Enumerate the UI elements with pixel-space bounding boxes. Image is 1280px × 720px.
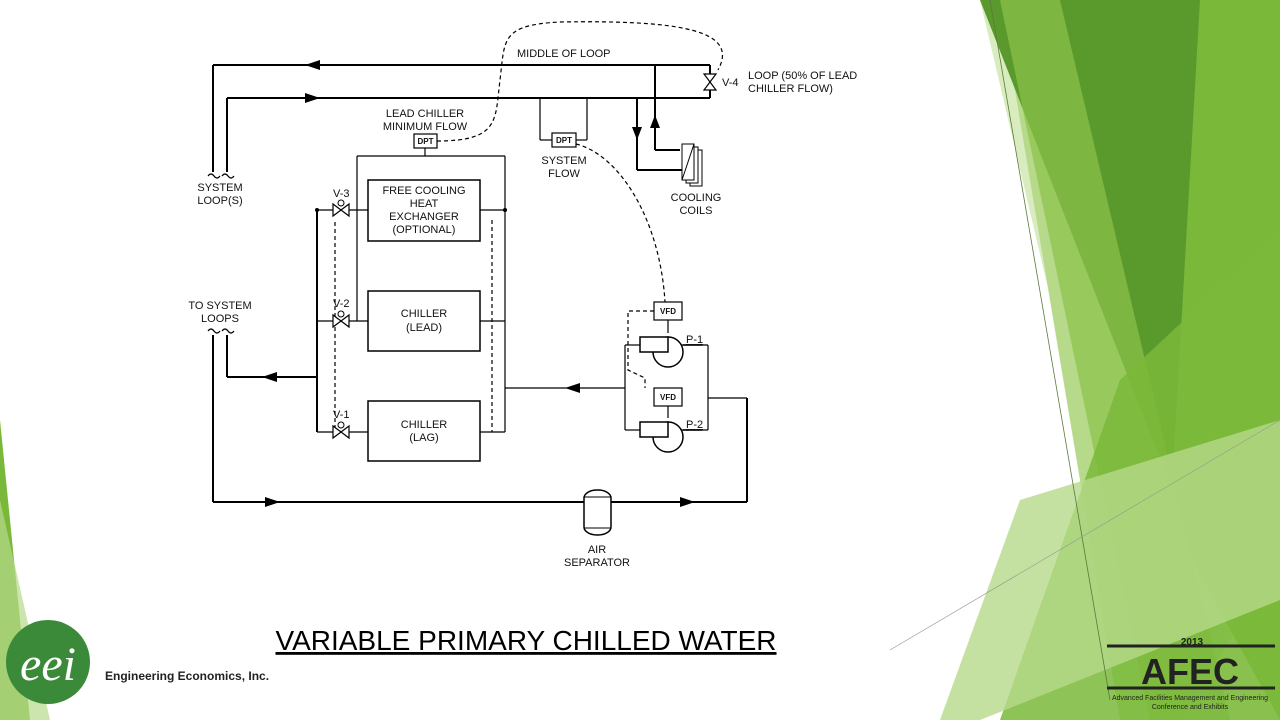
piping: [212, 60, 748, 507]
afec-sub-line-1: Advanced Facilities Management and Engin…: [1112, 695, 1268, 702]
pump-p2-icon: [639, 421, 702, 453]
afec-year: 2013: [1181, 637, 1204, 648]
free-cooling-label-4: (OPTIONAL): [393, 224, 456, 236]
diagram-labels: MIDDLE OF LOOP LOOP (50% OF LEAD CHILLER…: [188, 48, 857, 569]
vfd-p1: VFD: [653, 301, 683, 321]
free-cooling-label-2: HEAT: [410, 198, 439, 210]
system-loops-label-1: SYSTEM: [197, 182, 242, 194]
air-separator-icon: [583, 489, 612, 536]
cooling-coils-label-1: COOLING: [671, 192, 722, 204]
air-separator-label-1: AIR: [588, 544, 606, 556]
eei-logo-text: eei: [20, 638, 76, 691]
vfd-p2: VFD: [653, 387, 683, 407]
decor-right: [889, 0, 1280, 720]
valve-v3: [332, 199, 350, 218]
chiller-lag-label-2: (LAG): [409, 432, 438, 444]
system-flow-label-1: SYSTEM: [541, 155, 586, 167]
cooling-coils-icon: [681, 143, 703, 187]
chiller-lead-label-1: CHILLER: [401, 308, 448, 320]
afec-sub-line-2: Conference and Exhibits: [1152, 704, 1229, 711]
cooling-coils-label-2: COILS: [679, 205, 712, 217]
system-flow-label-2: FLOW: [548, 168, 580, 180]
p2-label: P-2: [686, 419, 703, 431]
valve-v4: [702, 73, 718, 91]
valve-v1: [332, 421, 350, 440]
loop-50-label-2: CHILLER FLOW): [748, 83, 833, 95]
eei-logo: eei: [6, 620, 90, 704]
to-system-label-2: LOOPS: [201, 313, 239, 325]
valve-v2: [332, 310, 350, 329]
p1-label: P-1: [686, 334, 703, 346]
air-separator-label-2: SEPARATOR: [564, 557, 630, 569]
chiller-lag-label-1: CHILLER: [401, 419, 448, 431]
free-cooling-label-1: FREE COOLING: [382, 185, 465, 197]
dpt-label: DPT: [418, 137, 434, 146]
lead-min-label-1: LEAD CHILLER: [386, 108, 464, 120]
control-signals: [334, 21, 724, 432]
middle-of-loop-label: MIDDLE OF LOOP: [517, 48, 611, 60]
lead-min-label-2: MINIMUM FLOW: [383, 121, 468, 133]
loop-50-label-1: LOOP (50% OF LEAD: [748, 70, 857, 82]
lead-min-dpt: DPT: [413, 133, 438, 149]
chiller-lead-label-2: (LEAD): [406, 322, 442, 334]
afec-logo: 2013 AFEC Advanced Facilities Management…: [1107, 637, 1275, 711]
afec-logo-text: AFEC: [1141, 651, 1239, 692]
vfd-label: VFD: [660, 307, 676, 316]
page-title: VARIABLE PRIMARY CHILLED WATER: [275, 625, 776, 656]
v1-label: V-1: [333, 409, 350, 421]
chiller-lag-box: [367, 400, 481, 462]
loop-break-marks: [207, 173, 235, 334]
free-cooling-hx-box: [367, 179, 481, 242]
free-cooling-label-3: EXCHANGER: [389, 211, 459, 223]
to-system-label-1: TO SYSTEM: [188, 300, 251, 312]
dpt-label: DPT: [556, 136, 572, 145]
vfd-label: VFD: [660, 393, 676, 402]
chiller-lead-box: [367, 290, 481, 352]
system-loops-label-2: LOOP(S): [197, 195, 242, 207]
company-name: Engineering Economics, Inc.: [105, 669, 269, 683]
system-flow-dpt: DPT: [551, 132, 577, 148]
v4-label: V-4: [722, 77, 739, 89]
v2-label: V-2: [333, 298, 350, 310]
v3-label: V-3: [333, 188, 350, 200]
